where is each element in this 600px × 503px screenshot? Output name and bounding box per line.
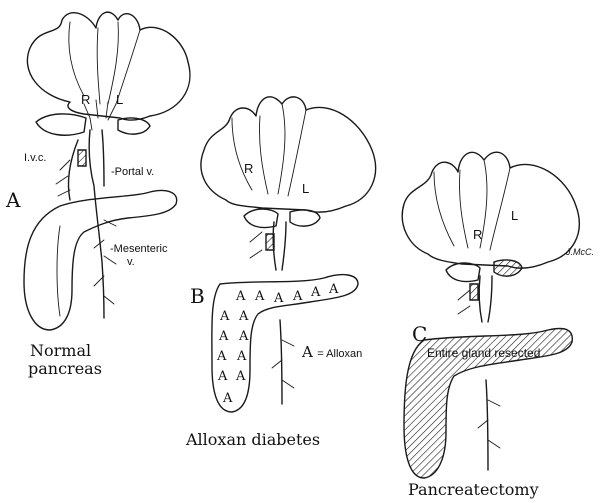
panel-c-caption: Pancreatectomy: [408, 480, 539, 499]
alloxan-legend-symbol: A: [302, 343, 313, 361]
alloxan-marker: A: [220, 309, 229, 324]
panel-b-caption: Alloxan diabetes: [186, 430, 320, 449]
panel-a-left-lobe-label: L: [116, 92, 123, 107]
alloxan-legend-text: = Alloxan: [317, 348, 362, 360]
alloxan-marker: A: [255, 289, 264, 304]
panel-c-letter: C: [412, 322, 427, 346]
panel-b-letter: B: [190, 284, 205, 308]
panel-a-mesenteric-label-line2: v.: [127, 256, 135, 268]
alloxan-marker: A: [236, 369, 245, 384]
panel-c-right-lobe-label: R: [473, 227, 482, 242]
alloxan-marker: A: [236, 289, 245, 304]
alloxan-marker: A: [237, 349, 246, 364]
panel-c-veins: [458, 276, 500, 470]
panel-a-veins: [56, 100, 116, 318]
panel-b-left-lobe-label: L: [302, 181, 309, 196]
panel-b-liver: [201, 97, 376, 228]
alloxan-marker: A: [239, 329, 248, 344]
panel-a-letter: A: [6, 188, 20, 212]
alloxan-marker: A: [223, 391, 232, 406]
panel-a-liver: [27, 12, 190, 135]
panel-a-pancreas: [24, 191, 177, 331]
alloxan-marker: A: [219, 329, 228, 344]
panel-c-liver: [402, 152, 579, 281]
panel-a-caption-line2: pancreas: [28, 359, 102, 378]
alloxan-marker: A: [329, 282, 338, 297]
resected-gland-label: Entire gland resected: [427, 346, 540, 360]
panel-c-left-lobe-label: L: [511, 208, 518, 223]
alloxan-marker: A: [274, 291, 283, 306]
alloxan-marker: A: [217, 349, 226, 364]
panel-a-caption-line1: Normal: [30, 341, 91, 360]
panel-a-ivc-label: I.v.c.: [24, 152, 46, 164]
panel-b-veins: [250, 222, 294, 404]
alloxan-legend: A = Alloxan: [302, 343, 362, 362]
alloxan-marker: A: [218, 369, 227, 384]
alloxan-marker: A: [311, 285, 320, 300]
panel-b-right-lobe-label: R: [244, 161, 253, 176]
alloxan-marker: A: [239, 309, 248, 324]
alloxan-marker: A: [293, 289, 302, 304]
panel-a-right-lobe-label: R: [81, 92, 90, 107]
artist-initials: J.McC.: [566, 247, 594, 257]
panel-a-portal-vein-label: -Portal v.: [111, 166, 154, 178]
panel-a-mesenteric-label-line1: -Mesenteric: [110, 243, 167, 255]
